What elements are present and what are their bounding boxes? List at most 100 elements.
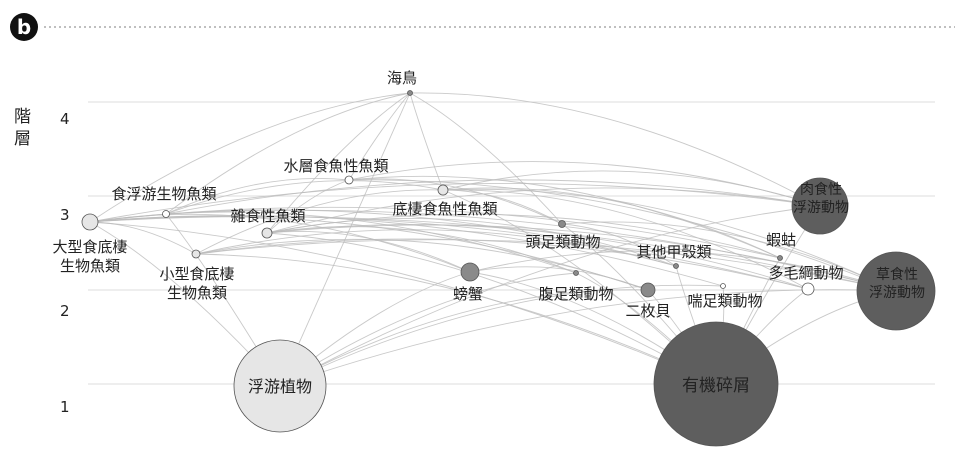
axis-title-char-2: 層 [14, 129, 31, 149]
node-label-crab: 螃蟹 [453, 285, 483, 303]
node-midwater-fish [344, 175, 354, 185]
link-piscivorous-fish-to-midwater-fish [266, 179, 350, 234]
link-cephalopod-to-demersal-piscivore [442, 189, 563, 225]
node-label-bivalve: 二枚貝 [625, 302, 670, 320]
axis-title-char-1: 階 [14, 107, 31, 127]
link-other-crustacean-to-cephalopod [561, 223, 677, 267]
node-crab [460, 262, 480, 282]
node-label-echinoderm: 喘足類動物 [687, 292, 762, 310]
link-detritus-to-small-benthic-fish [195, 253, 717, 385]
node-label-line: 多毛綱動物 [768, 264, 843, 282]
node-label-line: 有機碎屑 [682, 376, 750, 396]
node-bivalve [640, 282, 656, 298]
link-phytoplankton-to-bivalve [279, 289, 649, 387]
link-planktivorous-fish-to-seabird [165, 92, 411, 215]
node-label-line: 生物魚類 [167, 284, 227, 302]
node-label-planktivorous-fish: 食浮游生物魚類 [111, 185, 216, 203]
link-piscivorous-fish-to-seabird [266, 92, 411, 234]
link-other-crustacean-to-piscivorous-fish [266, 218, 677, 267]
link-detritus-to-large-benthic-fish [89, 221, 717, 385]
node-label-line: 其他甲殼類 [636, 243, 711, 261]
link-echinoderm-to-large-benthic-fish [89, 215, 724, 287]
node-label-line: 雜食性魚類 [230, 207, 305, 225]
node-echinoderm [720, 283, 726, 289]
node-herbivorous-zoo [856, 251, 936, 331]
link-demersal-piscivore-to-seabird [409, 92, 444, 191]
link-bivalve-to-crab [469, 266, 649, 291]
node-label-line: 喘足類動物 [687, 292, 762, 310]
node-small-benthic-fish [191, 249, 201, 259]
node-label-line: 肉食性 [800, 181, 842, 198]
node-label-carnivorous-zoo: 肉食性浮游動物 [793, 181, 849, 216]
node-label-line: 浮游動物 [869, 285, 925, 301]
node-label-gastropod: 腹足類動物 [538, 285, 613, 303]
node-label-line: 頭足類動物 [525, 233, 600, 251]
link-polychaete-to-demersal-piscivore [442, 189, 809, 290]
link-phytoplankton-to-echinoderm [279, 284, 724, 387]
link-midwater-fish-to-seabird [348, 92, 411, 181]
node-label-herbivorous-zoo: 草食性浮游動物 [869, 266, 925, 301]
link-herbivorous-zoo-to-demersal-piscivore [442, 188, 897, 292]
link-planktivorous-fish-to-midwater-fish [165, 178, 350, 215]
node-shrimp [777, 255, 783, 261]
node-label-polychaete: 多毛綱動物 [768, 264, 843, 282]
panel-badge [10, 13, 38, 41]
link-gastropod-to-piscivorous-fish [266, 226, 577, 274]
node-label-detritus: 有機碎屑 [682, 376, 750, 396]
node-label-line: 底棲食魚性魚類 [392, 200, 497, 218]
link-herbivorous-zoo-to-small-benthic-fish [195, 239, 897, 292]
gridlines [88, 101, 935, 385]
node-label-other-crustacean: 其他甲殼類 [636, 243, 711, 261]
node-large-benthic-fish [81, 213, 99, 231]
node-label-large-benthic-fish: 大型食底棲生物魚類 [52, 238, 127, 275]
node-label-line: 草食性 [876, 266, 918, 283]
node-phytoplankton [233, 339, 327, 433]
link-herbivorous-zoo-to-crab [469, 250, 897, 292]
node-label-line: 螃蟹 [453, 285, 483, 303]
link-crab-to-piscivorous-fish [266, 231, 471, 273]
link-polychaete-to-small-benthic-fish [195, 238, 809, 290]
link-carnivorous-zoo-to-seabird [409, 92, 821, 207]
link-shrimp-to-midwater-fish [348, 175, 781, 259]
link-phytoplankton-to-gastropod [279, 272, 577, 387]
node-label-line: 小型食底棲 [159, 265, 234, 283]
node-label-line: 浮游動物 [793, 200, 849, 216]
node-label-line: 腹足類動物 [538, 285, 613, 303]
link-carnivorous-zoo-to-large-benthic-fish [89, 183, 821, 223]
node-label-piscivorous-fish: 雜食性魚類 [230, 207, 305, 225]
link-herbivorous-zoo-to-midwater-fish [348, 179, 897, 292]
link-cephalopod-to-midwater-fish [348, 178, 563, 225]
link-small-benthic-fish-to-demersal-piscivore [195, 189, 444, 255]
node-label-midwater-fish: 水層食魚性魚類 [283, 157, 388, 175]
link-phytoplankton-to-herbivorous-zoo [279, 289, 897, 387]
node-cephalopod [558, 220, 566, 228]
link-small-benthic-fish-to-large-benthic-fish [89, 221, 197, 255]
link-large-benthic-fish-to-seabird [89, 92, 411, 223]
node-polychaete [801, 282, 815, 296]
node-label-demersal-piscivore: 底棲食魚性魚類 [392, 200, 497, 218]
node-label-line: 蝦蛄 [766, 231, 796, 249]
link-planktivorous-fish-to-demersal-piscivore [165, 180, 444, 215]
node-label-line: 食浮游生物魚類 [111, 185, 216, 203]
node-label-line: 水層食魚性魚類 [283, 157, 388, 175]
tick-label-2: 2 [60, 302, 70, 320]
link-other-crustacean-to-small-benthic-fish [195, 229, 677, 267]
link-herbivorous-zoo-to-cephalopod [561, 221, 897, 292]
node-gastropod [573, 270, 579, 276]
tick-label-4: 4 [60, 110, 70, 128]
tick-label-1: 1 [60, 398, 70, 416]
link-phytoplankton-to-seabird [279, 92, 411, 387]
node-label-small-benthic-fish: 小型食底棲生物魚類 [159, 265, 234, 302]
link-bivalve-to-small-benthic-fish [195, 238, 649, 291]
node-label-line: 大型食底棲 [52, 238, 127, 256]
node-carnivorous-zoo [791, 177, 849, 235]
panel-badge-label: b [17, 15, 31, 39]
node-label-line: 二枚貝 [625, 302, 670, 320]
node-seabird [407, 90, 413, 96]
nodes: 海鳥水層食魚性魚類食浮游生物魚類底棲食魚性魚類雜食性魚類大型食底棲生物魚類小型食… [52, 69, 936, 447]
node-label-line: 海鳥 [387, 69, 417, 87]
panel-header: b [10, 13, 955, 41]
node-label-phytoplankton: 浮游植物 [248, 377, 312, 396]
